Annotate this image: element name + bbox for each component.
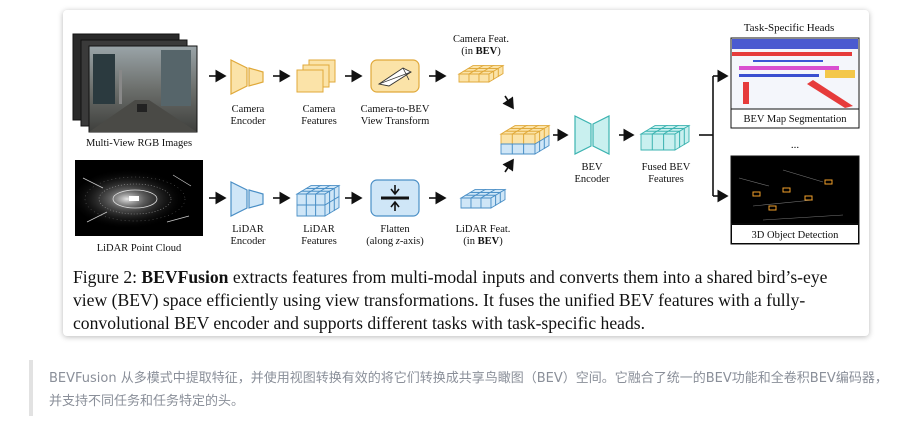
flatten-label-2: (along z-axis) [366, 236, 424, 247]
camera-features-label-2: Features [301, 116, 337, 127]
camera-bev-feature-cube [457, 64, 505, 83]
camera-bev-feat-label-1: Camera Feat. [453, 34, 509, 45]
view-transform-label-2: View Transform [361, 116, 430, 127]
fused-bev-label-2: Features [648, 174, 684, 185]
arrow-lidar-bev-to-concat [502, 158, 514, 173]
lidar-bev-feat-label-2: (in BEV) [463, 236, 503, 247]
view-transform-icon [370, 59, 420, 93]
bev-map-segmentation-panel [730, 37, 860, 129]
bev-encoder-icon [574, 115, 610, 155]
task-heads-title: Task-Specific Heads [744, 22, 835, 34]
camera-features-icon [296, 59, 336, 93]
bevfusion-diagram: Multi-View RGB Images LiDAR Point Cloud … [72, 22, 860, 254]
detection-label: 3D Object Detection [752, 230, 840, 241]
translation-text: BEVFusion 从多模式中提取特征，并使用视图转换有效的将它们转换成共享鸟瞰… [49, 371, 888, 409]
arrow-camera-bev-to-concat [502, 95, 514, 110]
camera-encoder-label-2: Encoder [231, 116, 266, 127]
flatten-label-1: Flatten [380, 224, 410, 235]
fused-bev-label-1: Fused BEV [642, 162, 691, 173]
concatenated-bev-cube [499, 124, 551, 155]
bev-encoder-label-2: Encoder [575, 174, 610, 185]
lidar-features-label-1: LiDAR [303, 224, 335, 235]
lidar-encoder-label-1: LiDAR [232, 224, 264, 235]
caption-prefix: Figure 2: [73, 267, 142, 287]
bev-encoder-label-1: BEV [582, 162, 603, 173]
fused-bev-feature-cube [639, 124, 691, 151]
lidar-encoder-icon [230, 181, 264, 217]
figure-card: Multi-View RGB Images LiDAR Point Cloud … [63, 10, 869, 336]
translation-quote: BEVFusion 从多模式中提取特征，并使用视图转换有效的将它们转换成共享鸟瞰… [29, 360, 891, 416]
camera-encoder-icon [230, 59, 264, 95]
lidar-features-label-2: Features [301, 236, 337, 247]
view-transform-label-1: Camera-to-BEV [361, 104, 430, 115]
lidar-bev-feature-cube [459, 188, 507, 209]
3d-object-detection-panel [730, 155, 860, 245]
multi-view-rgb-images [72, 33, 198, 133]
camera-bev-feat-label-2: (in BEV) [461, 46, 501, 57]
lidar-bev-feat-label-1: LiDAR Feat. [456, 224, 511, 235]
segmentation-label: BEV Map Segmentation [743, 114, 847, 125]
lidar-point-cloud-image [75, 160, 203, 236]
camera-features-label-1: Camera [303, 104, 336, 115]
head-branch-arrows [699, 69, 729, 203]
flatten-icon [370, 179, 420, 217]
lidar-features-cube [295, 184, 341, 217]
heads-ellipsis: ... [791, 139, 800, 151]
multi-view-rgb-label: Multi-View RGB Images [86, 138, 192, 149]
lidar-encoder-label-2: Encoder [231, 236, 266, 247]
caption-text: extracts features from multi-modal input… [73, 267, 828, 333]
camera-encoder-label-1: Camera [232, 104, 265, 115]
lidar-point-cloud-label: LiDAR Point Cloud [97, 243, 182, 254]
figure-caption: Figure 2: BEVFusion extracts features fr… [73, 266, 863, 335]
caption-bold: BEVFusion [141, 267, 229, 287]
